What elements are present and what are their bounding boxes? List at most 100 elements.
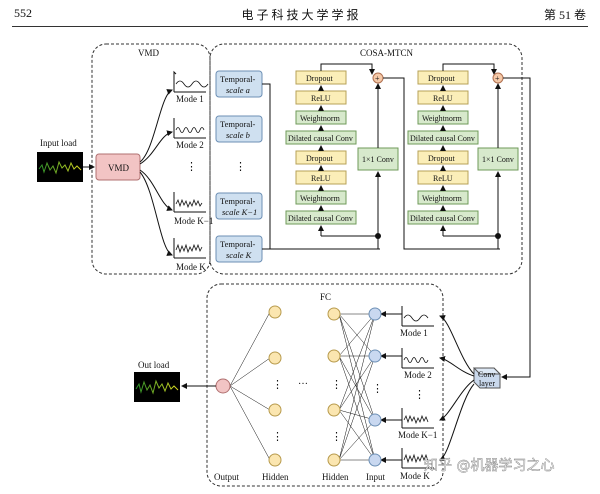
- svg-text:ReLU: ReLU: [311, 174, 331, 183]
- input-vdots: ⋮: [372, 383, 383, 395]
- hidden-1-vdots-b: ⋮: [272, 431, 283, 443]
- svg-text:Temporal-: Temporal-: [220, 239, 255, 249]
- svg-text:Dropout: Dropout: [428, 74, 455, 83]
- svg-text:Dilated causal Conv: Dilated causal Conv: [288, 134, 353, 143]
- svg-text:scale a: scale a: [226, 85, 250, 95]
- tcn-block-1: Dropout ReLU Weightnorm Dilated causal C…: [285, 70, 399, 225]
- svg-text:Weightnorm: Weightnorm: [422, 114, 463, 123]
- bottom-mode-1-label: Mode 1: [400, 328, 428, 338]
- svg-text:Dilated causal Conv: Dilated causal Conv: [410, 214, 475, 223]
- svg-text:Dropout: Dropout: [428, 154, 455, 163]
- svg-text:ReLU: ReLU: [311, 94, 331, 103]
- vmd-fan-3: [139, 169, 173, 211]
- temporal-vdots: ⋮: [235, 161, 246, 173]
- input-load-waveform: [38, 160, 82, 175]
- svg-text:Temporal-: Temporal-: [220, 74, 255, 84]
- svg-text:scale b: scale b: [226, 130, 250, 140]
- bottom-mode-plot-k-1: [401, 408, 434, 429]
- bottom-mode-plot-1: [401, 306, 434, 327]
- modes-to-input-arrows: [380, 311, 402, 463]
- svg-text:1×1 Conv: 1×1 Conv: [362, 155, 394, 164]
- hidden-1-vdots-a: ⋮: [272, 379, 283, 391]
- tcn-1-junction: [375, 233, 381, 239]
- svg-text:Dilated causal Conv: Dilated causal Conv: [288, 214, 353, 223]
- hidden-2-vdots-a: ⋮: [331, 379, 342, 391]
- mode-k-label: Mode K: [176, 262, 206, 272]
- fc-label: FC: [320, 292, 331, 302]
- out-load-label: Out load: [138, 360, 170, 370]
- page-number: 552: [14, 6, 32, 20]
- svg-text:Dropout: Dropout: [306, 74, 333, 83]
- svg-text:ReLU: ReLU: [433, 94, 453, 103]
- temporal-scale-k-1: Temporal- scale K−1: [215, 192, 263, 220]
- svg-text:Temporal-: Temporal-: [220, 119, 255, 129]
- mode-plot-2: [173, 118, 206, 139]
- svg-text:Weightnorm: Weightnorm: [300, 194, 341, 203]
- svg-text:1×1 Conv: 1×1 Conv: [482, 155, 514, 164]
- mode-plot-k: [173, 238, 206, 259]
- between-hidden-dots: …: [298, 376, 308, 387]
- cosa-mtcn-title: COSA-MTCN: [360, 48, 414, 58]
- output-layer-label: Output: [214, 472, 240, 482]
- svg-text:Dilated causal Conv: Dilated causal Conv: [410, 134, 475, 143]
- conv-layer-block: Conv layer: [472, 367, 502, 389]
- temporal-scale-b: Temporal- scale b: [215, 115, 263, 143]
- svg-text:Temporal-: Temporal-: [220, 196, 255, 206]
- volume-label: 第 51 卷: [543, 8, 586, 22]
- vmd-container-title: VMD: [138, 48, 160, 58]
- mode-1-label: Mode 1: [176, 94, 204, 104]
- conv-fan: [439, 315, 475, 461]
- mode-plot-k-1: [173, 192, 206, 213]
- svg-text:scale K: scale K: [226, 250, 253, 260]
- bottom-mode-plot-k: [401, 448, 434, 469]
- svg-text:layer: layer: [479, 379, 495, 388]
- hidden-2-layer-label: Hidden: [322, 472, 349, 482]
- svg-text:Dropout: Dropout: [306, 154, 333, 163]
- journal-title: 电 子 科 技 大 学 学 报: [241, 8, 359, 22]
- hidden-1-layer-label: Hidden: [262, 472, 289, 482]
- svg-text:scale K−1: scale K−1: [222, 207, 257, 217]
- mode-2-label: Mode 2: [176, 140, 204, 150]
- output-neuron: [215, 378, 231, 394]
- temporal-bus: [262, 83, 271, 250]
- vmd-block-label: VMD: [108, 163, 130, 173]
- hidden-2-vdots-b: ⋮: [331, 431, 342, 443]
- mode-vdots-top: ⋮: [186, 161, 197, 173]
- mode-plot-1: [173, 70, 209, 93]
- header-rule: [12, 26, 588, 27]
- input-layer-label: Input: [366, 472, 385, 482]
- tcn-1-sum-plus: +: [375, 74, 380, 83]
- svg-text:Weightnorm: Weightnorm: [300, 114, 341, 123]
- bottom-mode-plot-2: [401, 348, 434, 369]
- vmd-block: [95, 153, 141, 181]
- svg-text:ReLU: ReLU: [433, 174, 453, 183]
- fc-connections: [229, 311, 376, 461]
- temporal-scale-a: Temporal- scale a: [215, 70, 263, 98]
- bottom-mode-k-1-label: Mode K−1: [398, 430, 437, 440]
- mode-k-1-label: Mode K−1: [174, 216, 213, 226]
- vmd-fan-1: [139, 89, 173, 163]
- bottom-mode-2-label: Mode 2: [404, 370, 432, 380]
- svg-text:Weightnorm: Weightnorm: [422, 194, 463, 203]
- input-load-label: Input load: [40, 138, 77, 148]
- tcn-2-junction: [495, 233, 501, 239]
- tcn1-to-tcn2: [383, 77, 500, 250]
- vmd-fan-4: [139, 171, 173, 256]
- hidden-layer-2: [327, 307, 341, 467]
- input-layer: [368, 307, 382, 467]
- hidden-layer-1: [268, 305, 282, 467]
- vmd-fan-2: [139, 130, 173, 165]
- bottom-mode-vdots: ⋮: [414, 389, 425, 401]
- out-load-waveform: [135, 379, 179, 395]
- tcn-2-sum-plus: +: [495, 74, 500, 83]
- svg-text:Conv: Conv: [478, 370, 495, 379]
- tcn2-to-conv-layer: [501, 77, 531, 380]
- cosa-mtcn-container: [209, 43, 523, 275]
- tcn-2-arrows: [440, 63, 501, 249]
- temporal-scale-k: Temporal- scale K: [215, 235, 263, 263]
- bottom-mode-k-label: Mode K: [400, 471, 430, 481]
- watermark: 知乎 @机器学习之心: [424, 457, 554, 474]
- tcn-block-2: Dropout ReLU Weightnorm Dilated causal C…: [407, 70, 519, 225]
- fc-container: [206, 283, 444, 487]
